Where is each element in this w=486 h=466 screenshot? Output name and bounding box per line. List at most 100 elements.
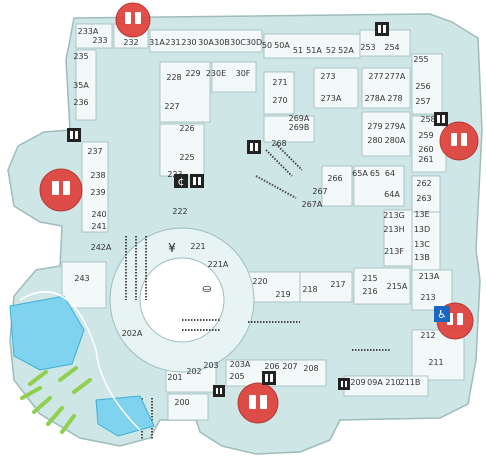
unit-label-u257: 257	[415, 97, 430, 106]
svg-text:♿: ♿	[437, 308, 447, 321]
unit-label-u267A: 267A	[302, 200, 323, 209]
unit-label-u225: 225	[179, 153, 194, 162]
svg-text:¢: ¢	[178, 175, 185, 188]
unit-label-u253: 253	[360, 43, 375, 52]
unit-label-u213F: 213F	[384, 247, 404, 256]
unit-label-u203: 203	[203, 361, 218, 370]
unit-label-u13D: 13D	[414, 225, 430, 234]
unit-label-u13B: 13B	[414, 253, 430, 262]
unit-label-u64: 64	[385, 169, 395, 178]
unit-label-u223: 223	[167, 170, 182, 179]
unit-label-u13C: 13C	[414, 240, 430, 249]
restroom-marker-right[interactable]	[439, 121, 479, 161]
elevator-icon-268	[247, 140, 261, 154]
unit-label-u242A: 242A	[91, 243, 112, 252]
unit-label-u221: 221	[190, 242, 205, 251]
unit-label-u279A: 279A	[385, 122, 406, 131]
elevator-icon-209	[338, 378, 350, 390]
restroom-marker-bottom[interactable]	[237, 382, 279, 424]
unit-label-u31A: 31A	[149, 38, 165, 47]
unit-label-u218: 218	[302, 285, 317, 294]
unit-label-u213G: 213G	[383, 211, 404, 220]
unit-label-u256: 256	[415, 82, 430, 91]
unit-label-u30C: 30C	[230, 38, 246, 47]
unit-label-u212: 212	[420, 331, 435, 340]
unit-label-u215: 215	[362, 274, 377, 283]
unit-label-u211B: 211B	[400, 378, 421, 387]
elevator-icon-center	[190, 174, 204, 188]
unit-label-u206: 206	[264, 362, 279, 371]
unit-label-u273: 273	[320, 72, 335, 81]
unit-label-u222: 222	[172, 207, 187, 216]
unit-label-u30B: 30B	[214, 38, 230, 47]
unit-label-u280: 280	[367, 136, 382, 145]
unit-label-u52: 52	[326, 46, 336, 55]
elevator-icon-bottom	[262, 371, 276, 385]
unit-label-u263: 263	[416, 194, 431, 203]
unit-label-u266: 266	[327, 174, 342, 183]
unit-label-u65: 65	[370, 169, 380, 178]
central-atrium	[109, 227, 255, 373]
unit-label-u267: 267	[312, 187, 327, 196]
unit-label-u30A: 30A	[198, 38, 214, 47]
unit-label-u219: 219	[275, 290, 290, 299]
unit-label-u280A: 280A	[385, 136, 406, 145]
unit-label-u269B: 269B	[289, 123, 310, 132]
unit-label-u30D: 30D	[246, 38, 262, 47]
unit-label-u277: 277	[368, 72, 383, 81]
unit-label-u51: 51	[293, 46, 303, 55]
unit-label-u30F: 30F	[236, 69, 251, 78]
unit-label-u213A: 213A	[419, 272, 440, 281]
unit-label-u271: 271	[272, 78, 287, 87]
unit-label-u268: 268	[271, 139, 286, 148]
unit-label-u217: 217	[330, 280, 345, 289]
accessible-icon: ♿	[434, 306, 450, 322]
unit-label-u50A: 50A	[274, 41, 290, 50]
unit-label-u65A: 65A	[352, 169, 368, 178]
unit-label-u35A: 35A	[73, 81, 89, 90]
unit-label-u220: 220	[252, 277, 267, 286]
unit-label-u278A: 278A	[365, 94, 386, 103]
unit-label-u243: 243	[74, 274, 89, 283]
unit-label-u52A: 52A	[338, 46, 354, 55]
unit-label-u201: 201	[167, 373, 182, 382]
svg-text:⛀: ⛀	[202, 282, 211, 295]
unit-label-u207: 207	[282, 362, 297, 371]
unit-label-u51A: 51A	[306, 46, 322, 55]
unit-label-u213: 213	[420, 293, 435, 302]
unit-label-u229: 229	[185, 69, 200, 78]
unit-label-u221A: 221A	[208, 260, 229, 269]
unit-label-u226: 226	[179, 124, 194, 133]
unit-label-u278: 278	[387, 94, 402, 103]
fountain-pool	[9, 291, 155, 437]
unit-label-u235: 235	[73, 52, 88, 61]
svg-text:¥: ¥	[168, 241, 176, 255]
unit-label-u202A: 202A	[122, 329, 143, 338]
unit-label-u230E: 230E	[206, 69, 226, 78]
food-court-icon: ¥ ⛀	[168, 241, 211, 295]
unit-label-u270: 270	[272, 96, 287, 105]
restroom-marker-top[interactable]	[115, 2, 151, 38]
unit-label-u261: 261	[418, 155, 433, 164]
unit-label-u50: 50	[262, 41, 272, 50]
green-bars	[20, 366, 92, 434]
unit-label-u230: 230	[181, 38, 196, 47]
unit-label-u202: 202	[186, 367, 201, 376]
unit-label-u211: 211	[428, 358, 443, 367]
unit-label-u273A: 273A	[321, 94, 342, 103]
unit-label-u262: 262	[416, 179, 431, 188]
unit-label-u228: 228	[166, 73, 181, 82]
restroom-marker-left[interactable]	[39, 168, 83, 212]
unit-label-u231: 231	[165, 38, 180, 47]
unit-label-u208: 208	[303, 364, 318, 373]
unit-label-u258: 258	[420, 115, 435, 124]
elevator-icon-top-right	[375, 22, 389, 36]
unit-label-u260: 260	[418, 145, 433, 154]
unit-label-u09A: 09A	[367, 378, 383, 387]
unit-label-u277A: 277A	[385, 72, 406, 81]
unit-label-u203A: 203A	[230, 360, 251, 369]
shop-blocks	[61, 23, 465, 421]
unit-label-u236: 236	[73, 98, 88, 107]
unit-label-u255: 255	[413, 55, 428, 64]
unit-label-u238: 238	[90, 171, 105, 180]
